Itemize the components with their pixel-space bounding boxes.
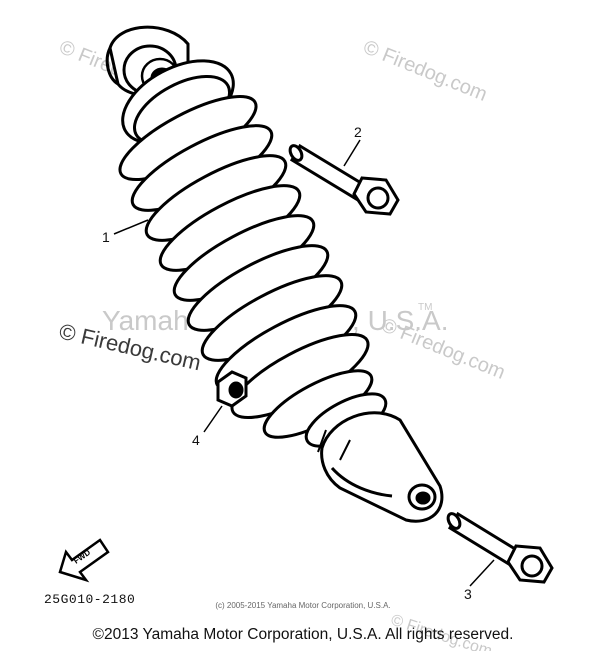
leader-line-4 (203, 405, 223, 433)
callout-3: 3 (464, 586, 472, 602)
callout-1: 1 (102, 229, 110, 245)
diagram-part-code: 25G010-2180 (44, 592, 136, 607)
callout-4: 4 (192, 432, 200, 448)
bolt-lower (446, 511, 554, 584)
leader-lines (113, 139, 495, 587)
small-copyright-notice: (c) 2005-2015 Yamaha Motor Corporation, … (215, 601, 391, 610)
watermark-tm: TM (418, 302, 432, 313)
leader-line-1 (113, 219, 149, 235)
leader-line-3 (469, 559, 495, 587)
fwd-arrow-icon: FWD (58, 538, 110, 583)
leader-line-2 (343, 139, 361, 167)
nut (216, 370, 248, 408)
bolt-upper (288, 143, 400, 216)
lower-mount-eye (317, 411, 444, 523)
shock-absorber-spring (118, 59, 388, 448)
watermark-firedog-top-right: © Firedog.com (360, 36, 490, 106)
callout-2: 2 (354, 124, 362, 140)
footer-copyright: ©2013 Yamaha Motor Corporation, U.S.A. A… (92, 626, 514, 643)
